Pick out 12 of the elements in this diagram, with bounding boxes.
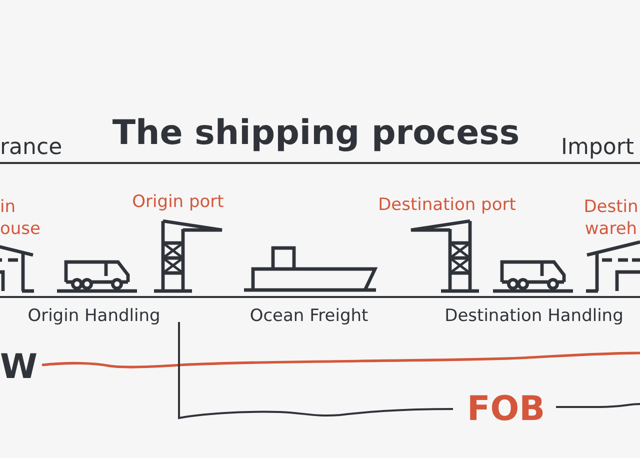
diagram-title: The shipping process	[112, 113, 520, 153]
location-label: in ouse	[0, 196, 42, 240]
location-label: Destination port	[378, 194, 516, 216]
phase-heading: rance	[0, 135, 62, 161]
location-label: Destin wareh	[582, 196, 640, 240]
incoterm-label: FOB	[466, 389, 546, 429]
incoterm-label: W	[0, 347, 38, 387]
stage-label: Ocean Freight	[250, 305, 368, 327]
location-label: Origin port	[132, 191, 224, 213]
phase-heading: Import	[561, 135, 634, 161]
stage-label: Destination Handling	[444, 305, 624, 327]
stage-label: Origin Handling	[28, 305, 160, 327]
